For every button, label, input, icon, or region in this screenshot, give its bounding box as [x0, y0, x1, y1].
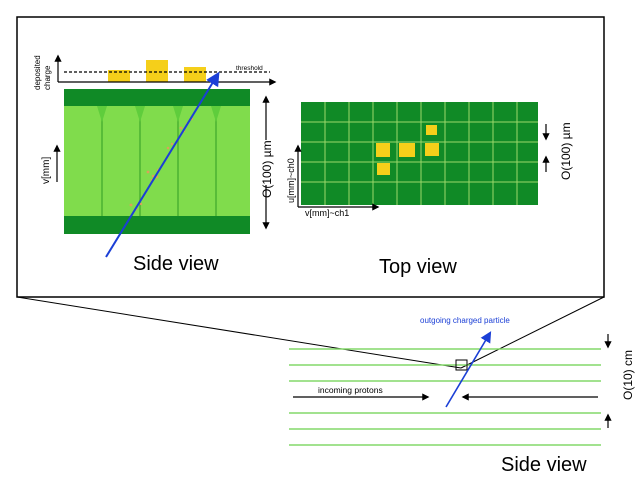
sensor-bottom-layer — [64, 216, 250, 234]
u-axis-label: u[mm]~ch0 — [286, 158, 296, 203]
pixel-matrix — [301, 102, 538, 205]
detector-side-view: outgoing charged particle incoming proto… — [289, 316, 635, 476]
pitch-label: O(100) µm — [559, 122, 573, 180]
charge-bar-2 — [146, 60, 168, 82]
detector-side-view-title: Side view — [501, 454, 587, 476]
particle-track — [445, 331, 492, 408]
beam-label: incoming protons — [318, 385, 383, 395]
zoom-callout-line-left — [16, 296, 462, 369]
side-view-zoom: threshold deposited charge — [33, 54, 277, 275]
detector-planes — [289, 348, 601, 446]
charge-bar-3 — [184, 67, 206, 82]
top-view: u[mm]~ch0 v[mm]~ch1 O(100) µm Top view — [286, 102, 573, 278]
charge-bar-1 — [108, 70, 130, 82]
hit-pixels — [376, 125, 439, 175]
zoom-region-box — [455, 359, 468, 371]
sensor-top-layer — [64, 89, 250, 106]
threshold-label: threshold — [236, 65, 263, 72]
zoom-callout-line-right — [460, 296, 605, 369]
side-view-zoom-title: Side view — [133, 253, 219, 275]
top-view-title: Top view — [379, 256, 457, 278]
charge-axis-label-line-1: deposited — [33, 55, 42, 90]
sensor-bulk — [64, 89, 250, 234]
thickness-label: O(100) µm — [260, 140, 274, 198]
pixel-implants — [97, 106, 221, 122]
particle-label: outgoing charged particle — [420, 316, 510, 325]
spacing-label: O(10) cm — [621, 350, 635, 400]
pixel-grid — [301, 102, 538, 205]
pixel-dividers — [101, 106, 217, 216]
particle-track-zoom — [105, 71, 220, 258]
charge-axis-label-line-2: charge — [43, 65, 52, 90]
v-axis-label: v[mm] — [41, 157, 52, 184]
v-axis-label-top: v[mm]~ch1 — [305, 208, 349, 218]
